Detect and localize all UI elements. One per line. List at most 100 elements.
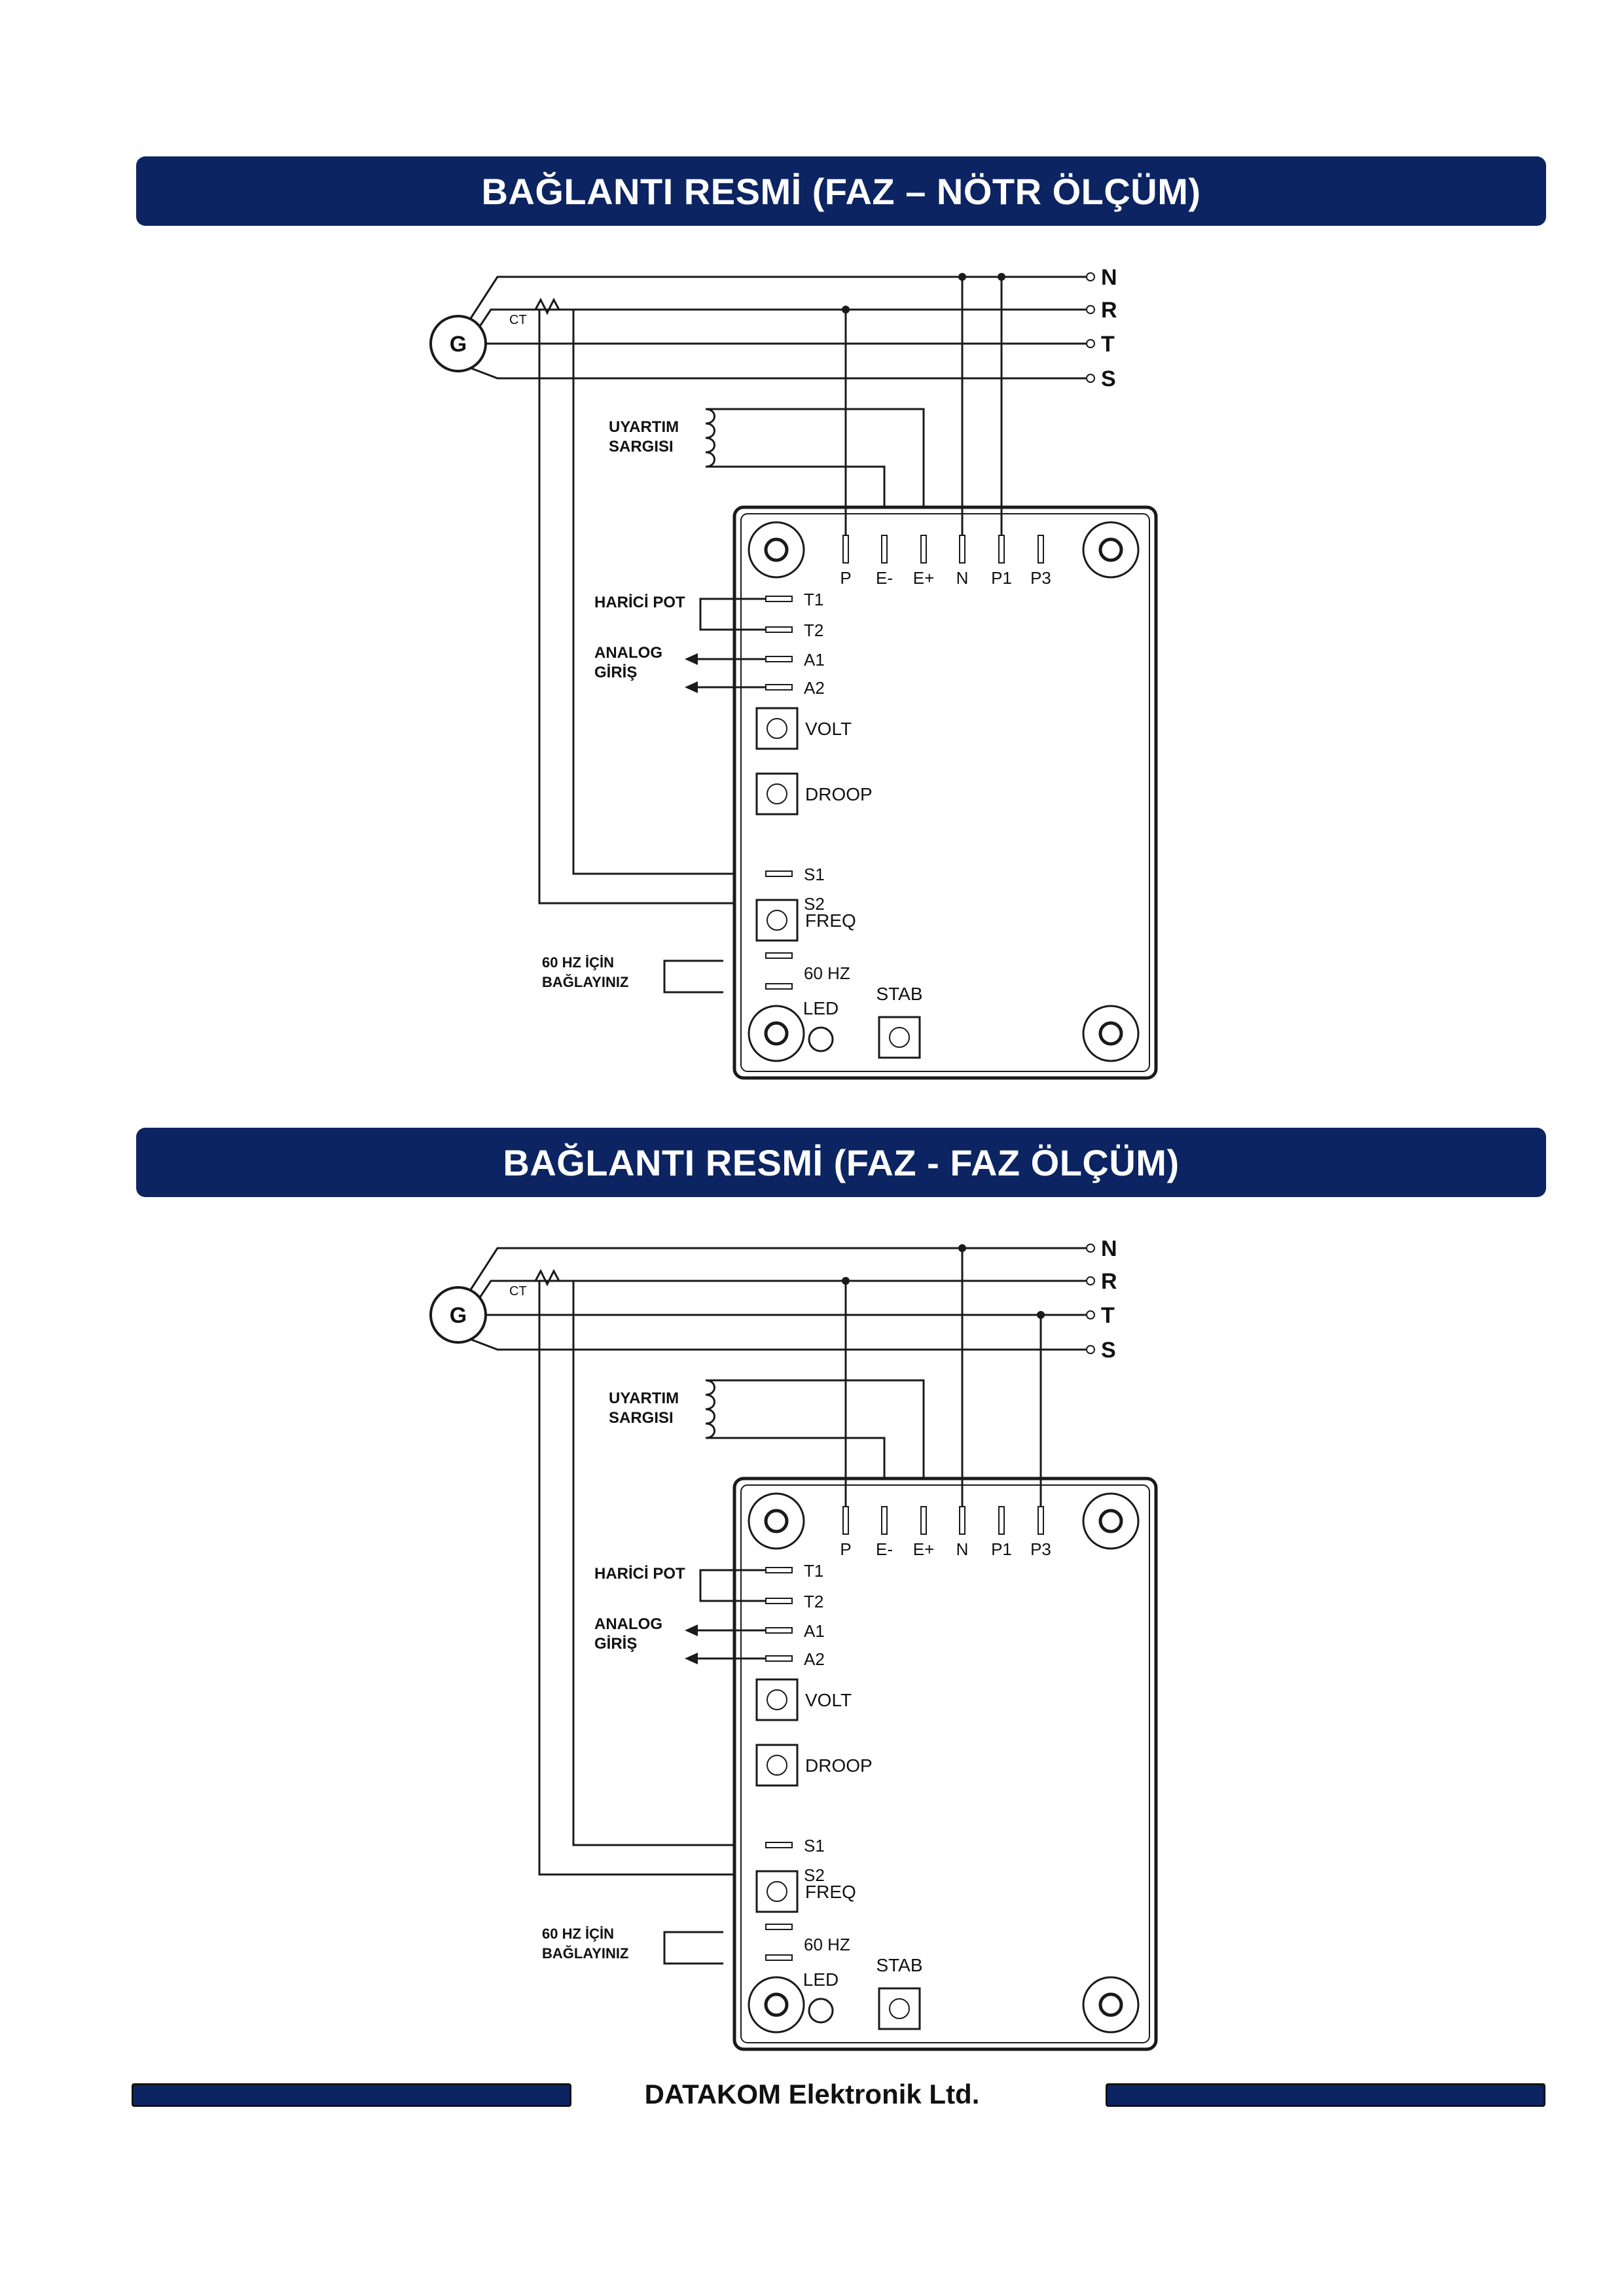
jumper-pin-1 [765,952,793,959]
phase-label-n: N [1101,265,1117,290]
jumper-bracket [663,1931,723,1965]
bus-line-n [469,1247,1087,1291]
analog-label-line1: ANALOG [594,644,662,662]
junction-dot [842,306,850,314]
junction-dot [998,273,1005,281]
analog-arrow-icon [685,653,698,665]
terminal-top-e- [881,535,888,564]
ct-wire-s1 [572,1281,793,1846]
terminal-open-circle [1086,1276,1095,1285]
ct-label: CT [509,1284,527,1299]
generator-label: G [450,1303,467,1328]
terminal-top-label: E- [876,1539,893,1559]
mounting-hole-center [1098,537,1123,562]
hz-note-line2: BAĞLAYINIZ [542,1945,628,1962]
terminal-ct-s1 [765,870,793,877]
jumper-pin-2 [765,983,793,990]
volt-label: VOLT [805,719,852,739]
mounting-hole-center [764,1021,789,1046]
hz-note-line1: 60 HZ İÇİN [542,954,614,971]
ct-coil [534,1268,560,1287]
freq-knob [767,1881,787,1902]
terminal-top-e+ [920,535,927,564]
terminal-top-label: P3 [1030,1539,1051,1559]
footer-bar-left [132,2083,571,2107]
led-label: LED [803,998,839,1018]
pot-label: HARİCİ POT [594,594,685,611]
analog-arrow-icon [685,1653,698,1664]
terminal-top-label: E+ [913,1539,935,1559]
terminal-side-label: T2 [804,620,823,640]
volt-knob [767,1689,787,1710]
analog-arrow-icon [685,681,698,693]
terminal-side-label: T1 [804,590,823,609]
mounting-hole-center [1098,1509,1123,1534]
terminal-side-t1 [765,1567,793,1573]
regulator-board-inner [740,513,1150,1072]
phase-label-n: N [1101,1236,1117,1261]
phase-label-r: R [1101,298,1117,323]
analog-arrow-icon [685,1624,698,1636]
terminal-top-p1 [998,1506,1005,1535]
terminal-side-label: A2 [804,1649,825,1669]
bus-line-r [478,1280,1087,1299]
terminal-top-label: P1 [991,1539,1012,1559]
terminal-open-circle [1086,305,1095,314]
section-1-title: BAĞLANTI RESMİ (FAZ – NÖTR ÖLÇÜM) [481,170,1201,212]
winding-coil-symbol [705,408,715,468]
terminal-top-p1 [998,535,1005,564]
junction-dot [958,273,966,281]
regulator-board [732,1477,1158,2051]
phase-label-t: T [1101,1303,1115,1328]
section-2-title: BAĞLANTI RESMİ (FAZ - FAZ ÖLÇÜM) [503,1141,1180,1183]
terminal-side-label: A2 [804,678,825,698]
stab-knob [889,1998,910,2019]
terminal-top-p [842,1506,849,1535]
winding-label-line1: UYARTIM [609,418,679,436]
jumper-bracket [663,960,723,994]
mounting-hole-center [764,1992,789,2017]
ct-coil [534,297,560,315]
pot-bracket [699,598,766,631]
winding-wire-eplus [706,1379,925,1501]
terminal-ct-label: S1 [804,865,825,884]
junction-dot [1037,1311,1045,1319]
terminal-side-label: A1 [804,650,825,670]
terminal-ct-s1 [765,1842,793,1848]
terminal-top-p3 [1038,535,1044,564]
terminal-top-p3 [1038,1506,1044,1535]
bus-line-r [478,308,1087,328]
analog-label-line2: GİRİŞ [594,664,637,681]
bus-line-s [469,1338,1087,1351]
droop-label: DROOP [805,1755,873,1776]
terminal-open-circle [1086,1345,1095,1354]
stab-knob [889,1027,910,1048]
terminal-top-label: P3 [1030,568,1051,588]
phase-label-s: S [1101,367,1116,391]
hz-label: 60 HZ [804,963,850,983]
section-1-title-banner: BAĞLANTI RESMİ (FAZ – NÖTR ÖLÇÜM) [136,156,1546,226]
terminal-open-circle [1086,374,1095,383]
generator-label: G [450,332,467,357]
volt-label: VOLT [805,1690,852,1710]
terminal-top-e- [881,1506,888,1535]
terminal-ct-label: S2 [804,894,825,914]
terminal-side-t2 [765,1598,793,1604]
terminal-open-circle [1086,1310,1095,1319]
winding-wire-eplus [706,408,925,530]
hz-note-line2: BAĞLAYINIZ [542,974,628,990]
ct-wire-s2 [538,310,793,905]
freq-label: FREQ [805,910,856,931]
footer-company: DATAKOM Elektronik Ltd. [644,2079,980,2109]
mounting-hole-center [1098,1992,1123,2017]
droop-label: DROOP [805,784,873,804]
freq-knob [767,910,787,931]
droop-trimpot [755,1744,799,1787]
terminal-ct-label: S1 [804,1836,825,1856]
hz-note-line1: 60 HZ İÇİN [542,1926,614,1942]
terminal-side-a1 [765,1627,793,1634]
terminal-side-a2 [765,684,793,691]
mounting-hole-center [764,1509,789,1534]
